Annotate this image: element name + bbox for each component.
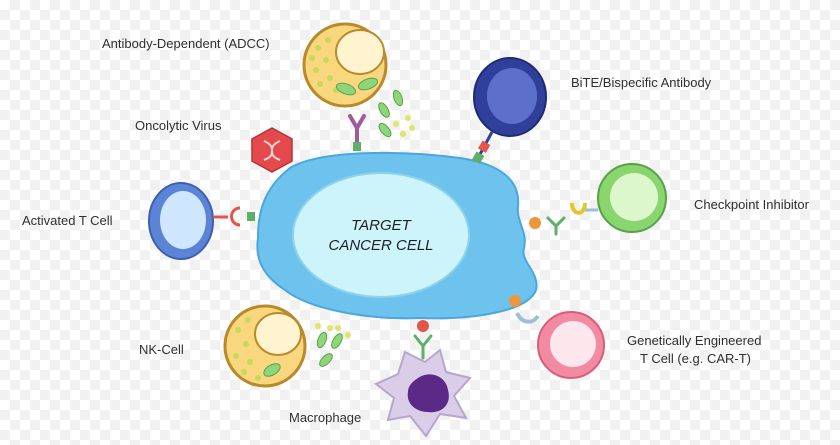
cancer-cell-nucleus	[292, 172, 470, 298]
checkpoint-ligand	[529, 217, 541, 229]
nk-cell-nucleus	[254, 312, 302, 356]
adcc-lytic-granule	[335, 82, 357, 96]
nk-granules	[233, 317, 261, 381]
checkpoint-group: Checkpoint Inhibitor	[529, 163, 810, 236]
label-checkpoint: Checkpoint Inhibitor	[694, 197, 810, 212]
cart-group: Genetically Engineered T Cell (e.g. CAR-…	[509, 295, 761, 379]
macrophage-nucleus	[407, 374, 449, 413]
virus-dna-strand	[263, 140, 281, 161]
adcc-antibody	[348, 114, 366, 144]
adcc-cell-nucleus	[335, 29, 385, 75]
center-label-line2: CANCER CELL	[328, 237, 433, 254]
cart-ligand	[509, 295, 521, 307]
label-bite: BiTE/Bispecific Antibody	[571, 75, 712, 90]
nk-group: NK-Cell	[139, 304, 351, 388]
activated-tcell-nucleus	[160, 191, 206, 249]
label-adcc: Antibody-Dependent (ADCC)	[102, 36, 270, 51]
center-label-line1: TARGET	[351, 217, 413, 234]
cart-receptor	[515, 312, 540, 324]
label-cart-line2: T Cell (e.g. CAR-T)	[640, 351, 751, 366]
label-oncolytic: Oncolytic Virus	[135, 118, 222, 133]
target-cancer-cell: TARGET CANCER CELL	[256, 151, 538, 320]
label-nk: NK-Cell	[139, 342, 184, 357]
bite-antibody-a	[478, 140, 491, 153]
bite-tcell-nucleus	[487, 68, 537, 124]
adcc-granules	[309, 37, 339, 93]
checkpoint-tcell-nucleus	[610, 173, 658, 221]
adcc-released-granule	[378, 122, 392, 138]
adcc-released-granule	[378, 102, 390, 118]
tcell-group: Activated T Cell	[22, 182, 255, 260]
macrophage-ligand	[417, 320, 429, 332]
bite-group: BiTE/Bispecific Antibody	[472, 57, 712, 164]
label-macrophage: Macrophage	[289, 410, 361, 425]
checkpoint-antibody	[546, 216, 566, 236]
adcc-lytic-granule	[357, 77, 379, 91]
cart-cell-nucleus	[550, 321, 596, 367]
label-tcell: Activated T Cell	[22, 213, 113, 228]
nk-released-granule	[319, 353, 333, 367]
adcc-receptor	[353, 142, 361, 151]
nk-released-dots	[315, 323, 351, 338]
bite-antibody-b	[472, 151, 485, 164]
macrophage-group: Macrophage	[289, 320, 472, 438]
adcc-released-granule	[392, 89, 404, 107]
nk-lytic-granule	[263, 363, 281, 377]
adcc-group: Antibody-Dependent (ADCC)	[102, 22, 415, 151]
tcell-receptor	[230, 206, 241, 227]
checkpoint-receptor	[570, 202, 587, 215]
adcc-released-dots	[393, 115, 415, 137]
nk-released-granule	[331, 333, 343, 349]
label-cart-line1: Genetically Engineered	[627, 333, 761, 348]
tcell-antigen	[247, 212, 255, 221]
oncolytic-group: Oncolytic Virus	[135, 118, 293, 173]
nk-released-granule	[316, 331, 328, 349]
macrophage-receptor	[413, 334, 433, 360]
